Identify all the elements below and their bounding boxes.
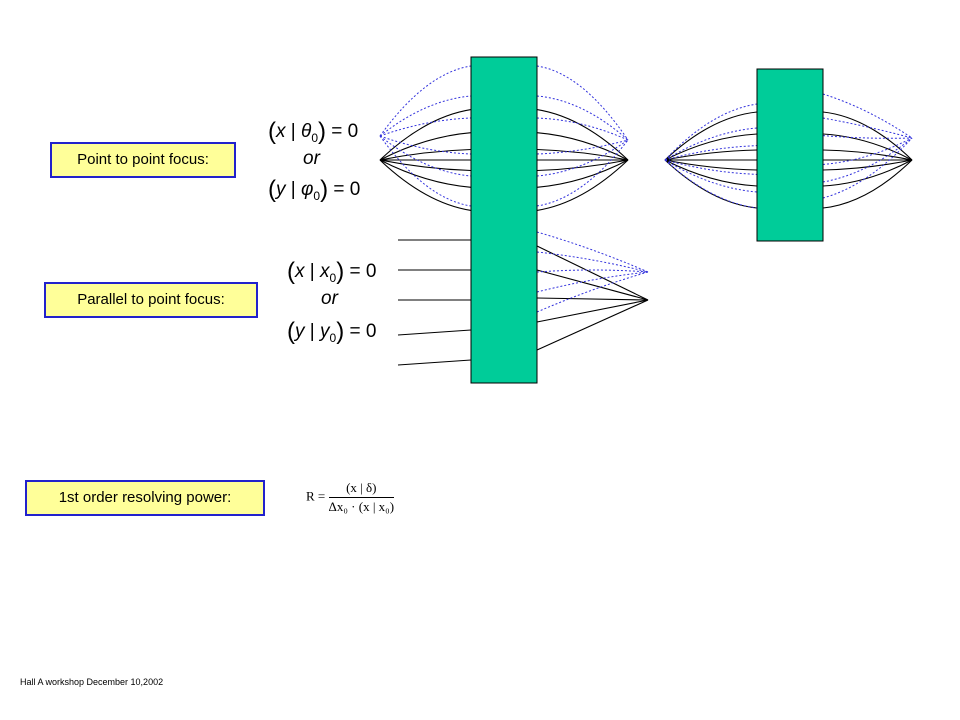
parallel-focus-equation-y: (y | y0) = 0 xyxy=(287,318,377,345)
ray-right-dotted-out xyxy=(822,137,913,165)
ray-right-dotted-in xyxy=(664,103,758,161)
resolving-power-label: 1st order resolving power: xyxy=(25,480,265,516)
point-focus-equation-y: (y | φ0) = 0 xyxy=(268,176,361,203)
point-focus-or: or xyxy=(303,148,320,169)
ray-right-dotted-in xyxy=(664,145,758,161)
magnet-left xyxy=(470,56,538,384)
ray-parallel-out xyxy=(536,297,649,301)
magnet-right xyxy=(756,68,824,242)
ray-solid-left-out xyxy=(536,159,629,211)
ray-dotted-left-out xyxy=(536,139,629,207)
ray-right-solid-in xyxy=(664,111,758,161)
ray-dotted-left-out xyxy=(536,139,629,177)
ray-dotted-left-out xyxy=(536,95,629,141)
ray-right-dotted-in xyxy=(664,159,758,175)
ray-right-dotted-out xyxy=(822,117,913,139)
parallel-to-point-label: Parallel to point focus: xyxy=(44,282,258,318)
ray-solid-left-out xyxy=(536,148,629,161)
ray-right-solid-out xyxy=(822,159,913,209)
ray-parallel-out xyxy=(536,245,649,301)
ray-solid-left-in xyxy=(379,132,472,161)
ray-parallel-out xyxy=(536,299,649,351)
ray-right-dotted-in xyxy=(664,127,758,161)
ray-dotted-left-in xyxy=(379,135,472,177)
formula-denominator: Δx₀ · (x | x₀) xyxy=(328,499,395,514)
ray-parallel-dotted-out xyxy=(536,271,649,293)
ray-solid-left-out xyxy=(536,132,629,161)
resolving-power-formula: R = (x | δ) Δx₀ · (x | x₀) xyxy=(306,480,395,514)
ray-right-solid-in xyxy=(664,149,758,161)
ray-right-solid-out xyxy=(822,133,913,161)
ray-dotted-left-in xyxy=(379,95,472,137)
ray-solid-left-out xyxy=(536,159,629,172)
ray-parallel-dotted-out xyxy=(536,271,649,313)
point-to-point-label: Point to point focus: xyxy=(50,142,236,178)
ray-right-solid-out xyxy=(822,159,913,187)
parallel-focus-equation-x: (x | x0) = 0 xyxy=(287,258,377,285)
ray-dotted-left-out xyxy=(536,117,629,141)
ray-parallel-in xyxy=(397,359,472,366)
ray-right-dotted-out xyxy=(822,93,913,139)
ray-right-solid-out xyxy=(822,159,913,171)
parallel-focus-or: or xyxy=(321,288,338,309)
ray-right-solid-in xyxy=(664,133,758,161)
ray-parallel-dotted-out xyxy=(536,269,649,273)
ray-parallel-out xyxy=(536,269,649,301)
ray-solid-left-in xyxy=(379,159,472,211)
ray-solid-left-in xyxy=(379,159,472,188)
ray-parallel-dotted-out xyxy=(536,231,649,273)
ray-right-solid-out xyxy=(822,149,913,161)
ray-parallel-in xyxy=(397,329,472,336)
ray-right-dotted-in xyxy=(664,159,758,209)
ray-solid-left-out xyxy=(536,159,629,188)
ray-dotted-left-in xyxy=(379,135,472,155)
ray-right-solid-in xyxy=(664,159,758,187)
ray-solid-left-in xyxy=(379,159,472,172)
ray-right-dotted-out xyxy=(822,137,913,183)
ray-parallel-out xyxy=(536,299,649,323)
point-focus-equation-x: (x | θ0) = 0 xyxy=(268,118,359,145)
ray-right-solid-in xyxy=(664,159,758,171)
ray-right-dotted-in xyxy=(664,159,758,193)
ray-solid-left-in xyxy=(379,109,472,161)
ray-right-dotted-out xyxy=(822,137,913,199)
ray-solid-left-in xyxy=(379,148,472,161)
footer-text: Hall A workshop December 10,2002 xyxy=(20,677,164,687)
ray-dotted-left-in xyxy=(379,117,472,137)
ray-parallel-dotted-out xyxy=(536,251,649,273)
ray-right-solid-out xyxy=(822,111,913,161)
formula-numerator: (x | δ) xyxy=(328,480,395,498)
ray-dotted-left-out xyxy=(536,139,629,155)
ray-right-dotted-out xyxy=(822,135,913,139)
